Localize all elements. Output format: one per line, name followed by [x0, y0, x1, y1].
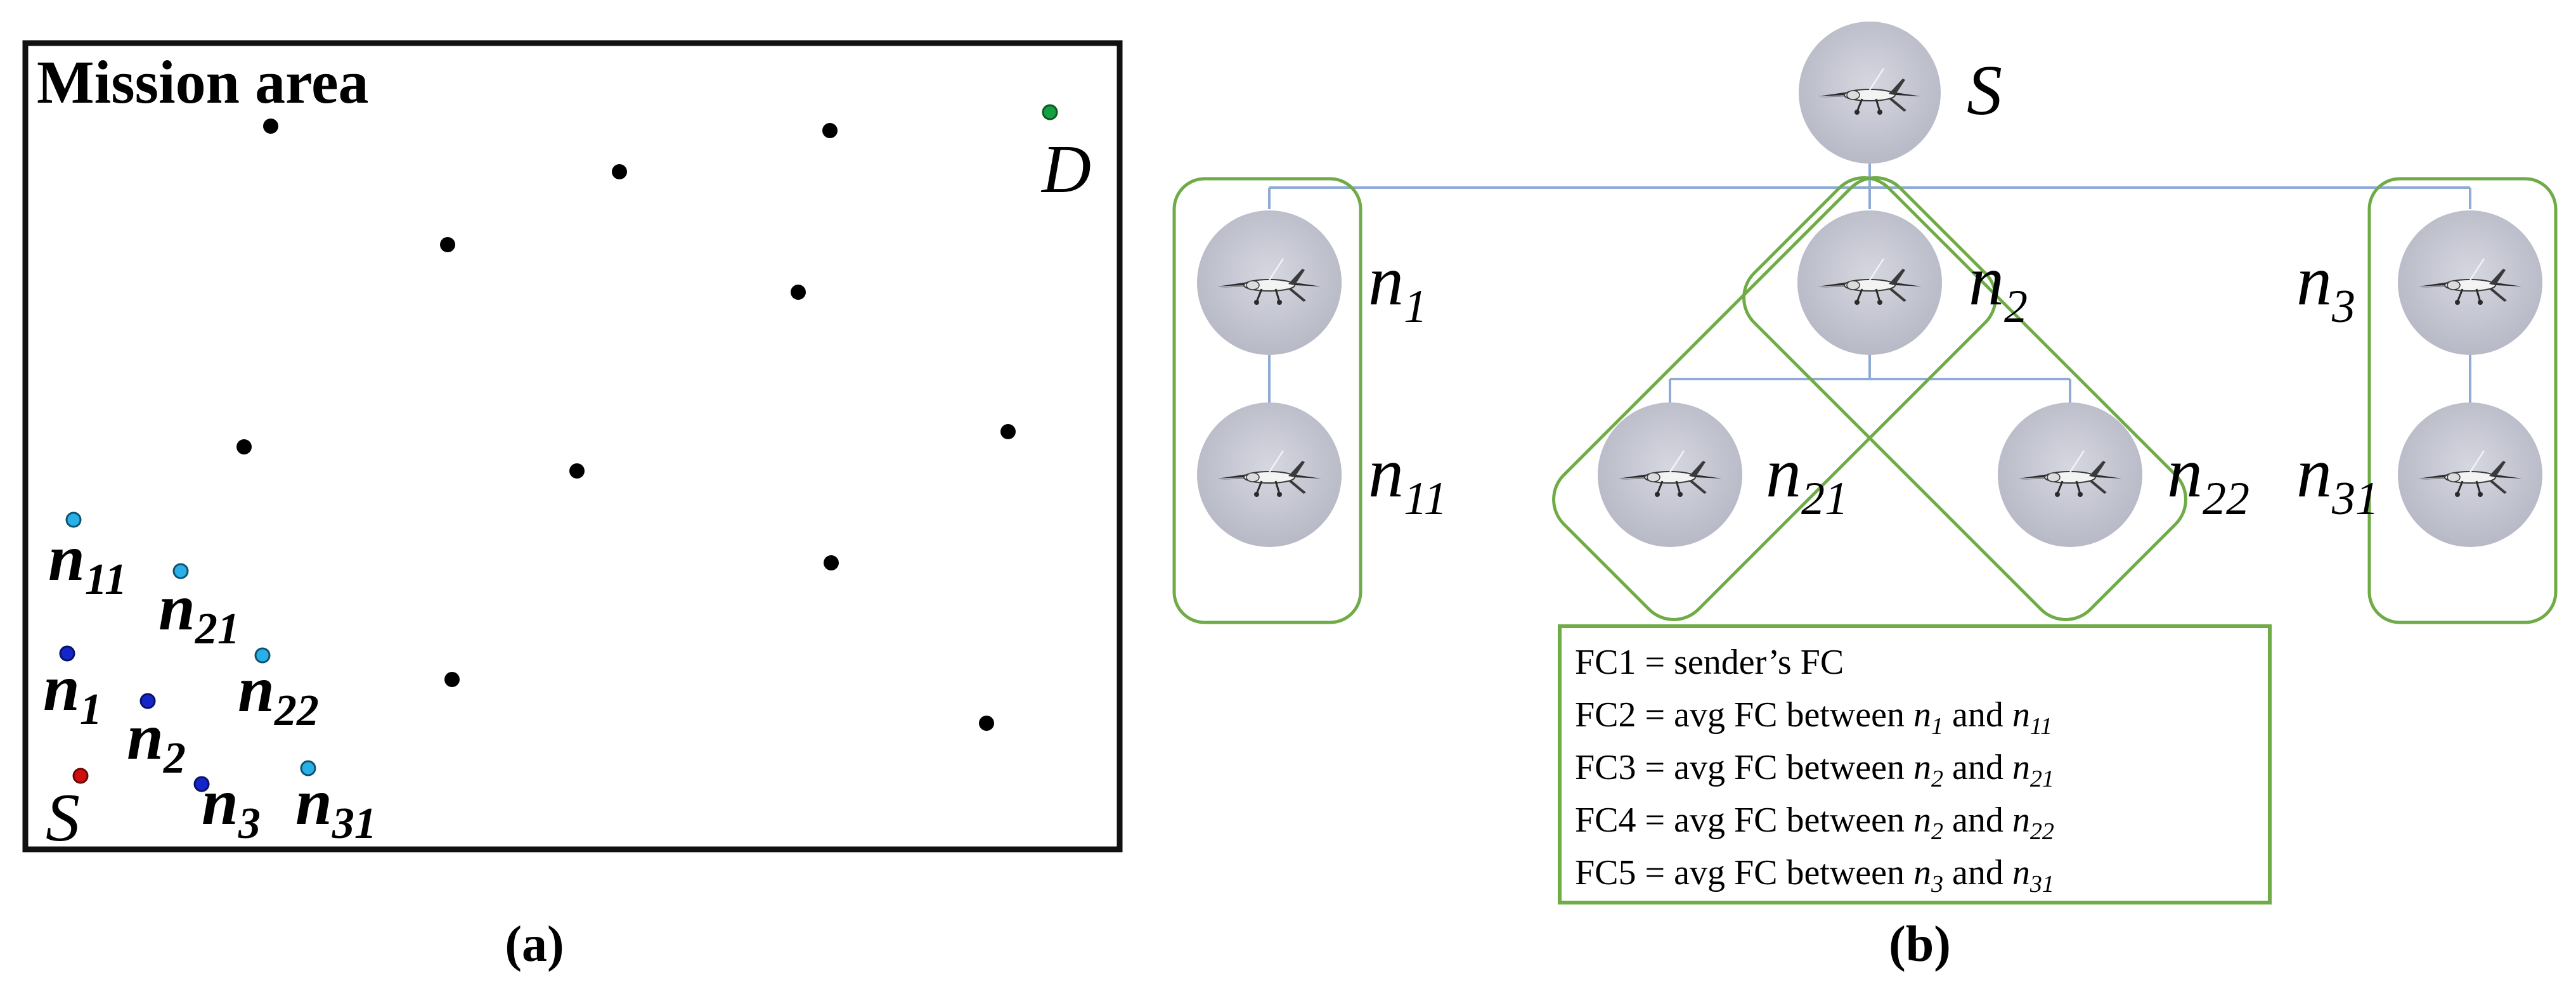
uav-dot [822, 123, 838, 138]
cluster-n3-n31 [2367, 177, 2558, 624]
label-n11: n11 [1368, 434, 1447, 525]
uav-dot [236, 439, 252, 454]
legend-row-fc5: FC5 = avg FC between n3 and n31 [1575, 853, 2054, 898]
fc-legend-box [1558, 624, 2272, 904]
legend-row-fc2: FC2 = avg FC between n1 and n11 [1575, 695, 2052, 740]
uav-dot [979, 716, 994, 731]
uav-dot [569, 463, 585, 479]
node-n3 [193, 776, 210, 792]
node-n1 [59, 645, 75, 662]
label-n21: n21 [1766, 434, 1848, 525]
drone-node-n2 [1797, 210, 1942, 355]
uav-dot [612, 164, 627, 179]
legend-row-fc3: FC3 = avg FC between n2 and n21 [1575, 748, 2054, 792]
node-n21 [172, 563, 189, 579]
cluster-n1-n11 [1172, 177, 1362, 624]
tree-edges [1268, 164, 2471, 402]
caption-a: (a) [505, 917, 564, 972]
uav-dot [440, 237, 455, 252]
uav-dot [263, 119, 278, 134]
cluster-n2-n21 [1552, 176, 1997, 621]
drone-node-n1 [1197, 210, 1342, 355]
legend-row-fc1: FC1 = sender’s FC [1575, 643, 1844, 682]
drone-node-n3 [2398, 210, 2542, 355]
label-n22: n22 [2167, 434, 2249, 525]
node-n11 [65, 512, 82, 528]
drone-node-n21 [1598, 402, 1742, 547]
caption-b: (b) [1889, 917, 1951, 972]
node-n22 [254, 647, 271, 664]
uav-dot [791, 285, 806, 300]
other-uav-nodes [236, 119, 1016, 731]
destination-label: D [1040, 132, 1091, 207]
panel-a: Mission area D S [22, 40, 1123, 972]
mission-area-frame [22, 40, 1123, 853]
label-n2: n2 [127, 700, 186, 783]
label-S: S [1967, 51, 2002, 130]
label-n31: n31 [295, 766, 377, 848]
label-n1: n1 [1368, 241, 1427, 333]
panel-b: S n1 n2 n3 n11 n21 n22 n31 FC1 = sender’… [1172, 22, 2558, 972]
uav-dot [824, 555, 839, 570]
label-n3: n3 [202, 766, 261, 848]
label-n31: n31 [2296, 434, 2379, 525]
drone-node-S [1799, 22, 1941, 164]
uav-dot [444, 672, 460, 687]
label-n1: n1 [43, 652, 102, 734]
source-label: S [46, 780, 80, 856]
cluster-outlines [1172, 176, 2558, 624]
label-n21: n21 [159, 571, 240, 653]
node-n2 [139, 693, 156, 709]
destination-node [1042, 104, 1058, 120]
drone-node-n11 [1197, 402, 1342, 547]
drone-node-n31 [2398, 402, 2542, 547]
label-n2: n2 [1969, 241, 2028, 333]
cluster-n2-n22 [1742, 176, 2187, 621]
drone-node-n22 [1998, 402, 2142, 547]
source-node [72, 768, 89, 784]
uav-dot [1000, 424, 1016, 439]
label-n11: n11 [48, 522, 127, 604]
label-n3: n3 [2296, 241, 2355, 333]
label-n22: n22 [238, 653, 319, 735]
mission-area-title: Mission area [37, 48, 369, 116]
legend-row-fc4: FC4 = avg FC between n2 and n22 [1575, 801, 2054, 845]
node-n31 [300, 760, 316, 776]
